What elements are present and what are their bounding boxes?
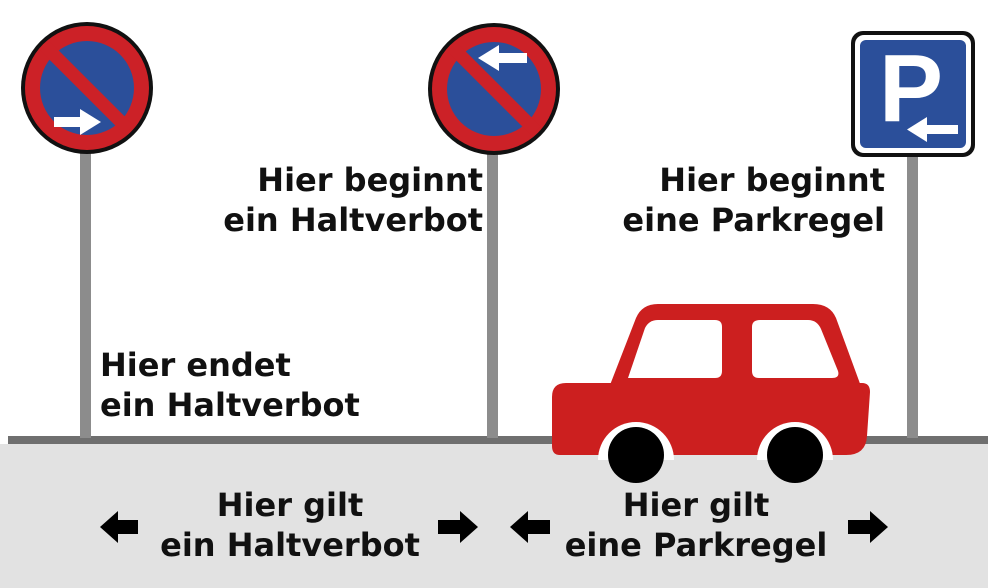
label-zone-parking: Hier gilt eine Parkregel — [556, 485, 836, 565]
label-line: ein Haltverbot — [160, 526, 420, 564]
car-wheel-front — [608, 427, 664, 483]
curb-line — [8, 436, 988, 444]
arrow-left-icon — [478, 45, 527, 71]
road-surface — [0, 444, 988, 588]
pole-left — [80, 150, 91, 438]
label-end-no-stopping: Hier endet ein Haltverbot — [100, 345, 360, 425]
label-line: eine Parkregel — [564, 526, 828, 564]
arrow-left-icon — [907, 117, 958, 142]
arrow-right-icon — [848, 511, 888, 543]
arrow-right-icon — [54, 109, 101, 135]
pole-right — [907, 150, 918, 438]
parking-sign-letter: P — [879, 35, 943, 142]
pole-middle — [487, 150, 498, 438]
arrow-left-icon — [510, 511, 550, 543]
car-wheel-rear — [767, 427, 823, 483]
label-line: Hier beginnt — [659, 161, 885, 199]
label-line: ein Haltverbot — [100, 386, 360, 424]
label-start-parking: Hier beginnt eine Parkregel — [622, 160, 885, 240]
label-line: eine Parkregel — [622, 201, 885, 239]
label-line: Hier beginnt — [257, 161, 483, 199]
car-icon — [552, 304, 870, 483]
label-line: Hier gilt — [622, 486, 770, 524]
label-line: Hier gilt — [216, 486, 364, 524]
arrow-right-icon — [438, 511, 478, 543]
label-line: ein Haltverbot — [223, 201, 483, 239]
label-zone-no-stopping: Hier gilt ein Haltverbot — [150, 485, 430, 565]
label-start-no-stopping: Hier beginnt ein Haltverbot — [223, 160, 483, 240]
label-line: Hier endet — [100, 346, 291, 384]
no-stopping-end-sign-icon — [21, 22, 153, 154]
arrow-left-icon — [100, 511, 138, 543]
parking-sign-icon: P — [851, 31, 975, 157]
no-stopping-start-sign-icon — [428, 23, 560, 155]
